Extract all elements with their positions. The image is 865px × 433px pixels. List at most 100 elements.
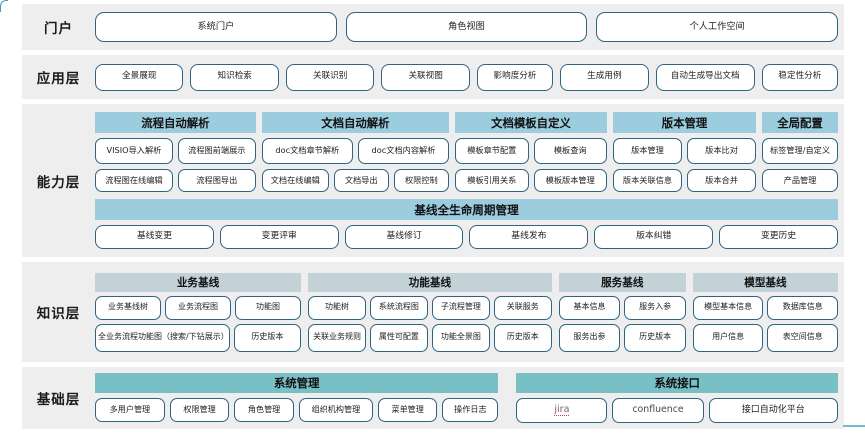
capability-group-row2: 模板引用关系 模板版本管理 [455, 169, 607, 192]
knowledge-group-function-baseline: 功能基线 功能树 系统流程图 子流程管理 关联服务 关联业务规则 属性可配置 功… [308, 272, 552, 352]
knowledge-group-row2: 用户信息 表空间信息 [692, 323, 839, 352]
knowledge-group-row1: 业务基线树 业务流程图 功能图 [95, 295, 302, 320]
capability-item[interactable]: 版本合并 [687, 169, 757, 192]
capability-item[interactable]: 版本关联信息 [612, 169, 682, 192]
foundation-group-title: 系统管理 [95, 373, 499, 393]
application-item[interactable]: 知识检索 [190, 63, 279, 91]
jira-label: jira [554, 403, 570, 417]
knowledge-item[interactable]: 功能树 [308, 295, 366, 320]
capability-item[interactable]: 模板引用关系 [455, 169, 529, 192]
application-item[interactable]: 稳定性分析 [761, 63, 838, 91]
capability-group-title: 流程自动解析 [95, 112, 256, 133]
foundation-item[interactable]: 权限管理 [169, 398, 230, 422]
portal-item[interactable]: 角色视图 [345, 12, 588, 42]
capability-item[interactable]: 版本管理 [612, 138, 682, 164]
foundation-item-jira[interactable]: jira [516, 398, 608, 423]
lifecycle-item[interactable]: 基线修订 [344, 225, 464, 249]
capability-item[interactable]: doc文档内容解析 [357, 138, 450, 164]
confluence-label: confluence [632, 404, 684, 416]
knowledge-item[interactable]: 业务流程图 [165, 295, 232, 320]
knowledge-item[interactable]: 历史版本 [624, 323, 686, 352]
knowledge-item[interactable]: 用户信息 [692, 323, 764, 352]
application-item[interactable]: 关联识别 [285, 63, 375, 91]
layer-label-capability: 能力层 [36, 174, 81, 191]
knowledge-item[interactable]: 系统流程图 [369, 295, 428, 320]
layer-band-portal: 门户 系统门户 角色视图 个人工作空间 [22, 4, 844, 50]
knowledge-item[interactable]: 业务基线树 [95, 295, 162, 320]
capability-item[interactable]: 标签管理/自定义 [762, 138, 839, 164]
foundation-group-system-management: 系统管理 多用户管理 权限管理 角色管理 组织机构管理 菜单管理 操作日志 [95, 373, 499, 423]
knowledge-item[interactable]: 模型基本信息 [692, 295, 764, 320]
knowledge-group-row2: 全业务流程功能图（搜索/下钻展示） 历史版本 [95, 323, 302, 352]
capability-group-row1: 版本管理 版本比对 [612, 138, 757, 164]
layer-label-portal: 门户 [44, 21, 73, 37]
knowledge-item[interactable]: 属性可配置 [369, 323, 428, 352]
capability-item[interactable]: 文档在线编辑 [261, 169, 329, 192]
capability-item[interactable]: 流程图在线编辑 [95, 169, 173, 192]
baseline-lifecycle-row: 基线变更 变更评审 基线修订 基线发布 版本纠错 变更历史 [95, 225, 838, 249]
layer-label-knowledge: 知识层 [36, 306, 81, 322]
foundation-interface-items: jira confluence 接口自动化平台 [516, 398, 838, 423]
capability-item[interactable]: 模板查询 [533, 138, 607, 164]
knowledge-group-title: 业务基线 [95, 272, 302, 292]
knowledge-item[interactable]: 子流程管理 [431, 295, 490, 320]
knowledge-body: 业务基线 业务基线树 业务流程图 功能图 全业务流程功能图（搜索/下钻展示） 历… [95, 272, 844, 352]
lifecycle-item[interactable]: 基线发布 [469, 225, 589, 249]
lifecycle-item[interactable]: 变更历史 [719, 225, 838, 249]
lifecycle-item[interactable]: 版本纠错 [594, 225, 714, 249]
capability-item[interactable]: 产品管理 [762, 169, 839, 192]
capability-group-row1: 标签管理/自定义 [762, 138, 839, 164]
portal-item[interactable]: 系统门户 [95, 12, 337, 42]
application-item[interactable]: 关联视图 [381, 63, 470, 91]
capability-group-title: 版本管理 [612, 112, 757, 133]
knowledge-item[interactable]: 关联服务 [493, 295, 552, 320]
foundation-item[interactable]: 角色管理 [234, 398, 294, 422]
knowledge-group-service-baseline: 服务基线 基本信息 服务入参 服务出参 历史版本 [558, 272, 686, 352]
knowledge-item[interactable]: 服务出参 [558, 323, 621, 352]
decorative-corner-bracket [0, 0, 8, 12]
capability-item[interactable]: 模板版本管理 [533, 169, 607, 192]
foundation-item[interactable]: 操作日志 [442, 398, 499, 422]
capability-group-title: 文档模板自定义 [455, 112, 607, 133]
capability-item[interactable]: 模板章节配置 [455, 138, 529, 164]
knowledge-item[interactable]: 基本信息 [558, 295, 621, 320]
capability-item[interactable]: 流程图导出 [177, 169, 256, 192]
layer-band-knowledge: 知识层 业务基线 业务基线树 业务流程图 功能图 全业务流程功能图（搜索/下钻展… [22, 262, 844, 362]
knowledge-item[interactable]: 功能图 [235, 295, 302, 320]
knowledge-item[interactable]: 服务入参 [624, 295, 686, 320]
portal-item[interactable]: 个人工作空间 [596, 12, 839, 42]
foundation-item-confluence[interactable]: confluence [612, 398, 704, 423]
capability-item[interactable]: 流程图前端展示 [177, 138, 256, 164]
capability-group-row2: 流程图在线编辑 流程图导出 [95, 169, 256, 192]
capability-group-row1: 模板章节配置 模板查询 [455, 138, 607, 164]
knowledge-item[interactable]: 历史版本 [493, 323, 552, 352]
application-item-row: 全景展现 知识检索 关联识别 关联视图 影响度分析 生成用例 自动生成导出文档 … [95, 63, 838, 91]
knowledge-item[interactable]: 历史版本 [233, 323, 302, 352]
knowledge-item[interactable]: 全业务流程功能图（搜索/下钻展示） [95, 323, 230, 352]
foundation-item[interactable]: 菜单管理 [377, 398, 438, 422]
knowledge-item[interactable]: 关联业务规则 [308, 323, 366, 352]
knowledge-item[interactable]: 表空间信息 [767, 323, 839, 352]
capability-group-process-parsing: 流程自动解析 VISIO导入解析 流程图前端展示 流程图在线编辑 流程图导出 [95, 112, 256, 192]
lifecycle-item[interactable]: 变更评审 [219, 225, 339, 249]
foundation-item[interactable]: 多用户管理 [95, 398, 165, 422]
knowledge-item[interactable]: 功能全景图 [431, 323, 490, 352]
lifecycle-item[interactable]: 基线变更 [95, 225, 214, 249]
capability-group-document-parsing: 文档自动解析 doc文档章节解析 doc文档内容解析 文档在线编辑 文档导出 权… [261, 112, 450, 192]
capability-item[interactable]: doc文档章节解析 [261, 138, 353, 164]
foundation-item[interactable]: 组织机构管理 [298, 398, 373, 422]
application-item[interactable]: 影响度分析 [476, 63, 554, 91]
capability-item[interactable]: 权限控制 [393, 169, 450, 192]
knowledge-group-title: 功能基线 [308, 272, 552, 292]
application-item[interactable]: 生成用例 [560, 63, 649, 91]
capability-group-row2: 产品管理 [762, 169, 839, 192]
application-item[interactable]: 全景展现 [95, 63, 184, 91]
knowledge-item[interactable]: 数据库信息 [767, 295, 839, 320]
capability-item[interactable]: 版本比对 [687, 138, 757, 164]
foundation-body: 系统管理 多用户管理 权限管理 角色管理 组织机构管理 菜单管理 操作日志 系统… [95, 373, 844, 423]
capability-item[interactable]: 文档导出 [333, 169, 389, 192]
foundation-item-api-platform[interactable]: 接口自动化平台 [708, 398, 838, 423]
capability-item[interactable]: VISIO导入解析 [95, 138, 173, 164]
application-item[interactable]: 自动生成导出文档 [655, 63, 755, 91]
